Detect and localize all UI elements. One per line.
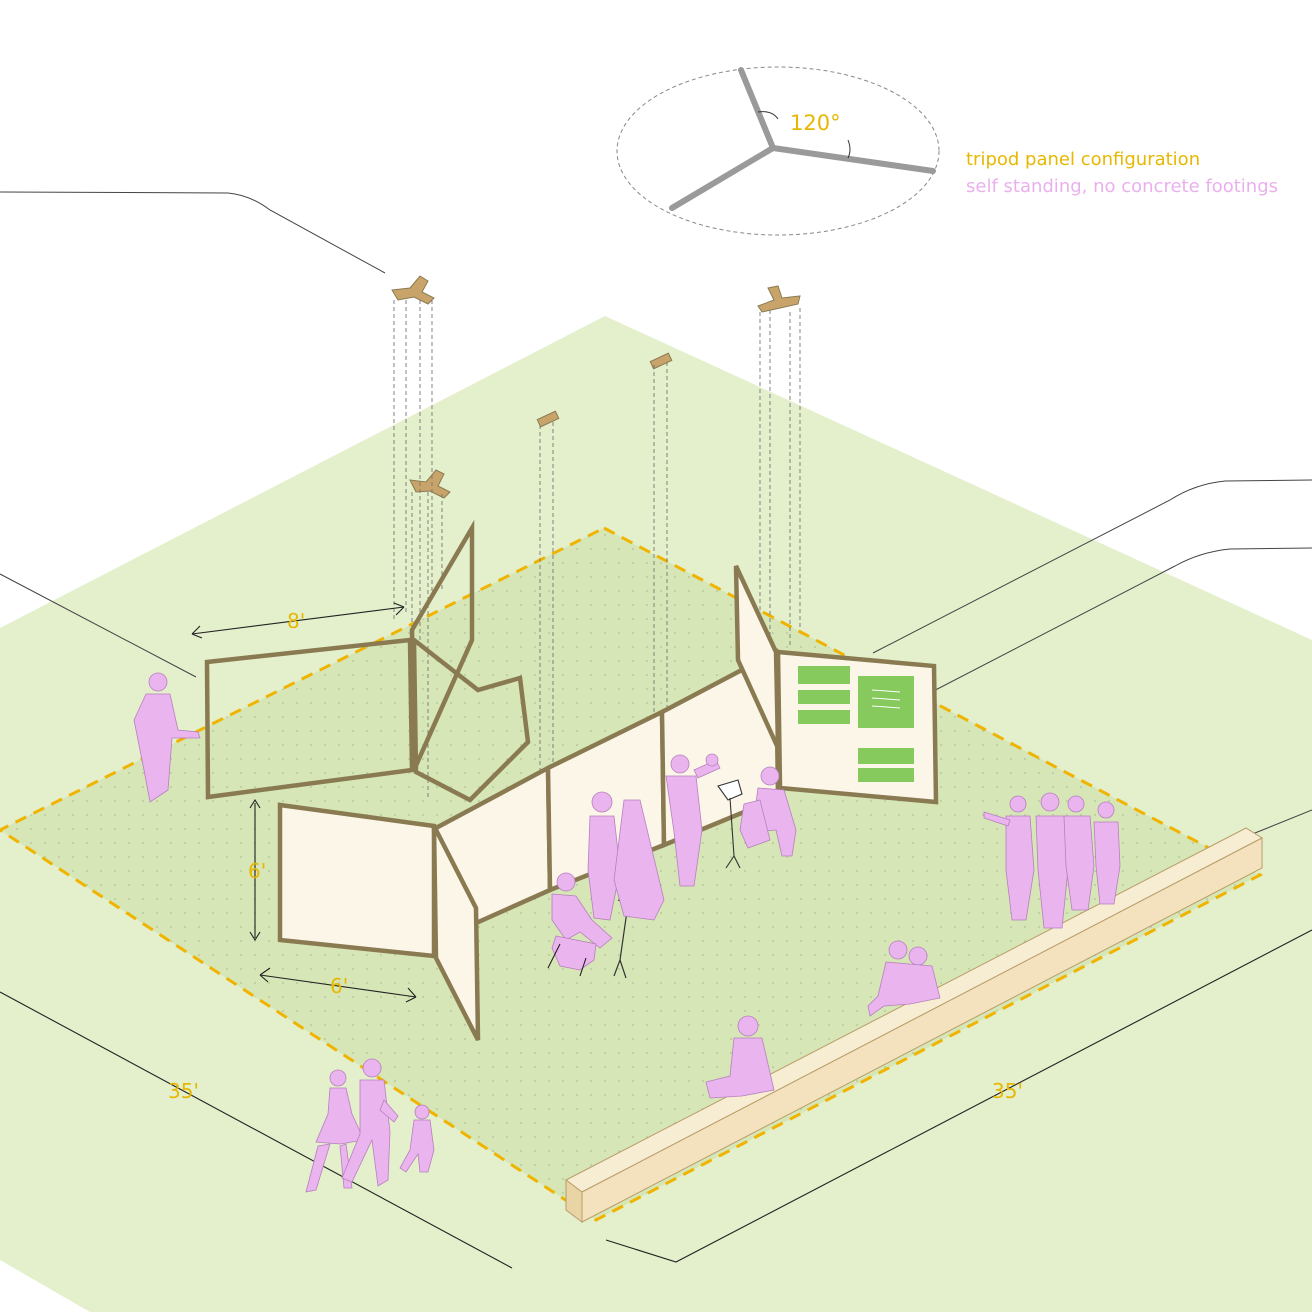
dim-panel-height (249, 798, 261, 942)
person-leaning (133, 672, 201, 803)
leader-line-right-bottom (1249, 809, 1312, 836)
leader-line-top-left (0, 191, 386, 274)
connector-bar-1 (536, 410, 560, 428)
leader-line-right-lower (919, 547, 1312, 699)
panel-fold (431, 824, 481, 1042)
angle-arc-right (847, 139, 851, 159)
config-ellipse (616, 66, 940, 236)
musician-bassist (587, 791, 665, 921)
panel-left (277, 802, 437, 959)
person-seated-bench (705, 1015, 775, 1099)
tripod-connector-1 (391, 275, 435, 305)
musician-trumpeter (665, 753, 721, 887)
people-walking-family (305, 1058, 435, 1193)
dim-site-right (605, 929, 1312, 1263)
connector-bar-2 (649, 352, 673, 370)
musician-cellist (739, 766, 797, 857)
leader-line-right-upper (872, 479, 1312, 654)
person-group-right (983, 792, 1121, 929)
site-boundary-dashed (0, 526, 1264, 1222)
musician-pianist (547, 872, 613, 977)
angle-label: 120° (790, 111, 841, 135)
dim-label-bottom-width: 6' (330, 974, 348, 998)
dim-site-left (0, 991, 513, 1269)
dim-label-site-right: 35' (992, 1079, 1023, 1103)
dim-panel-width-bottom (259, 967, 417, 1003)
tripod-connector-2 (757, 285, 801, 313)
config-subtitle: self standing, no concrete footings (966, 176, 1278, 197)
dim-label-top-width: 8' (287, 609, 305, 633)
board-text-lines (871, 689, 901, 709)
fin-panel-mid (411, 635, 531, 803)
music-stand-2 (717, 779, 743, 869)
board-notices (798, 666, 914, 782)
config-title: tripod panel configuration (966, 149, 1200, 170)
leader-line-mid-left (0, 573, 197, 678)
person-seated-bench-pair (867, 940, 941, 1017)
dim-label-height: 6' (248, 859, 266, 883)
dim-label-site-left: 35' (168, 1079, 199, 1103)
dim-panel-width-top (191, 602, 405, 639)
bench-side (581, 837, 1263, 1223)
tripod-plan-icon (669, 67, 936, 211)
angle-arc-left (757, 111, 779, 120)
drop-lines (393, 300, 801, 800)
